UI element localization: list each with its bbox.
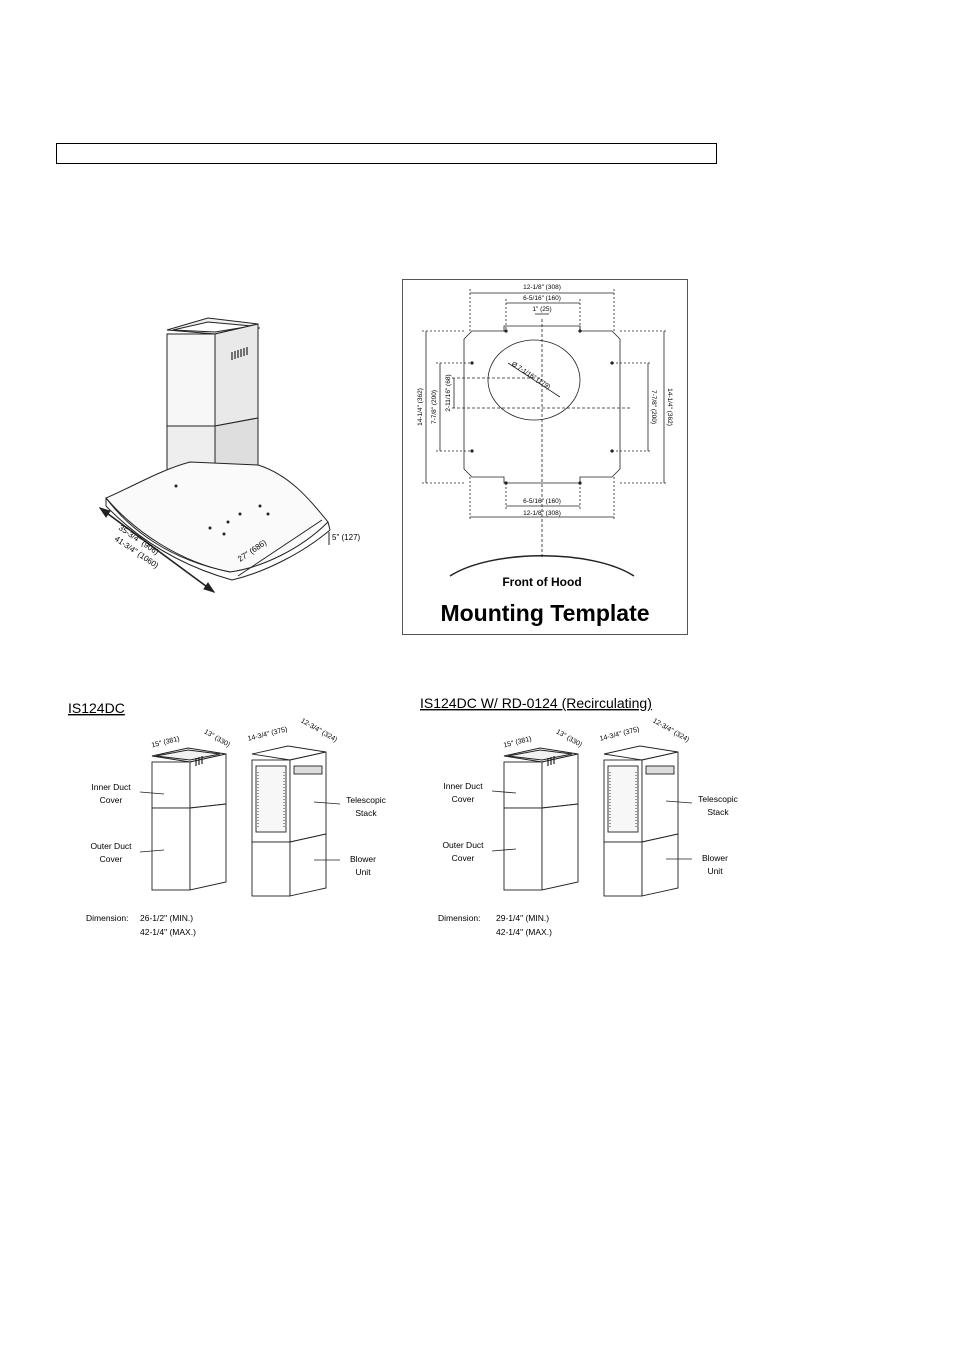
duct-left-outer-1: Outer Duct bbox=[90, 841, 132, 851]
duct-section-right: IS124DC W/ RD-0124 (Recirculating) 15" (… bbox=[420, 695, 739, 937]
hood-dim-height: 5" (127) bbox=[332, 533, 361, 542]
duct-right-outer-1: Outer Duct bbox=[442, 840, 484, 850]
duct-left-blower-1: Blower bbox=[350, 854, 376, 864]
template-bottom-inner: 6-5/16" (160) bbox=[523, 498, 561, 505]
duct-left-d2: 13" (330) bbox=[203, 729, 231, 749]
duct-left-tele-2: Stack bbox=[355, 808, 377, 818]
duct-right-inner-2: Cover bbox=[452, 794, 475, 804]
template-left-mid: 7-7/8" (200) bbox=[431, 390, 438, 424]
mounting-template: 12-1/8" (308) 6-5/16" (160) 1" (25) Ø 7-… bbox=[417, 284, 673, 626]
duct-section-left: IS124DC 15" (381) 13" (330) 14-3/4" (375… bbox=[68, 700, 387, 937]
template-left-full: 14-1/4" (362) bbox=[417, 388, 424, 426]
duct-right-blower-2: Unit bbox=[707, 866, 723, 876]
template-top-center: 1" (25) bbox=[532, 306, 551, 313]
duct-right-blower-1: Blower bbox=[702, 853, 728, 863]
template-bottom-width: 12-1/8" (308) bbox=[523, 510, 561, 517]
section-title-box bbox=[56, 143, 717, 164]
hood-drawing: 35-3/4" (906) 41-3/4" (1060) 27" (686) 5… bbox=[98, 317, 361, 593]
template-right-mid: 7-7/8" (200) bbox=[650, 390, 657, 424]
duct-right-title: IS124DC W/ RD-0124 (Recirculating) bbox=[420, 695, 652, 711]
duct-right-d1: 15" (381) bbox=[503, 736, 532, 750]
duct-right-d4: 12-3/4" (324) bbox=[651, 718, 690, 744]
mounting-template-frame bbox=[402, 279, 688, 635]
duct-right-dim-label: Dimension: bbox=[438, 913, 481, 923]
duct-right-outer-2: Cover bbox=[452, 853, 475, 863]
duct-left-dim-min: 26-1/2" (MIN.) bbox=[140, 913, 193, 923]
template-left-small: 2-11/16" (68) bbox=[445, 374, 452, 411]
duct-left-dim-label: Dimension: bbox=[86, 913, 129, 923]
template-top-inner: 6-5/16" (160) bbox=[523, 295, 561, 302]
duct-left-tele-1: Telescopic bbox=[346, 795, 386, 805]
duct-right-dim-min: 29-1/4" (MIN.) bbox=[496, 913, 549, 923]
duct-right-dim-max: 42-1/4" (MAX.) bbox=[496, 927, 552, 937]
duct-left-dim-max: 42-1/4" (MAX.) bbox=[140, 927, 196, 937]
duct-right-d2: 13" (330) bbox=[555, 729, 583, 749]
template-front-label: Front of Hood bbox=[502, 575, 581, 589]
template-title: Mounting Template bbox=[440, 600, 649, 626]
template-diameter: Ø 7-1/16" (179) bbox=[510, 361, 551, 391]
duct-left-d3: 14-3/4" (375) bbox=[247, 726, 288, 743]
duct-left-inner-2: Cover bbox=[100, 795, 123, 805]
duct-left-outer-2: Cover bbox=[100, 854, 123, 864]
template-top-width: 12-1/8" (308) bbox=[523, 284, 561, 291]
duct-left-blower-2: Unit bbox=[355, 867, 371, 877]
duct-right-inner-1: Inner Duct bbox=[443, 781, 483, 791]
duct-right-tele-2: Stack bbox=[707, 807, 729, 817]
duct-left-d4: 12-3/4" (324) bbox=[299, 718, 338, 744]
template-right-full: 14-1/4" (362) bbox=[666, 388, 673, 426]
duct-left-d1: 15" (381) bbox=[151, 736, 180, 750]
duct-right-d3: 14-3/4" (375) bbox=[599, 726, 640, 743]
duct-left-inner-1: Inner Duct bbox=[91, 782, 131, 792]
duct-left-title: IS124DC bbox=[68, 700, 125, 716]
duct-right-tele-1: Telescopic bbox=[698, 794, 738, 804]
